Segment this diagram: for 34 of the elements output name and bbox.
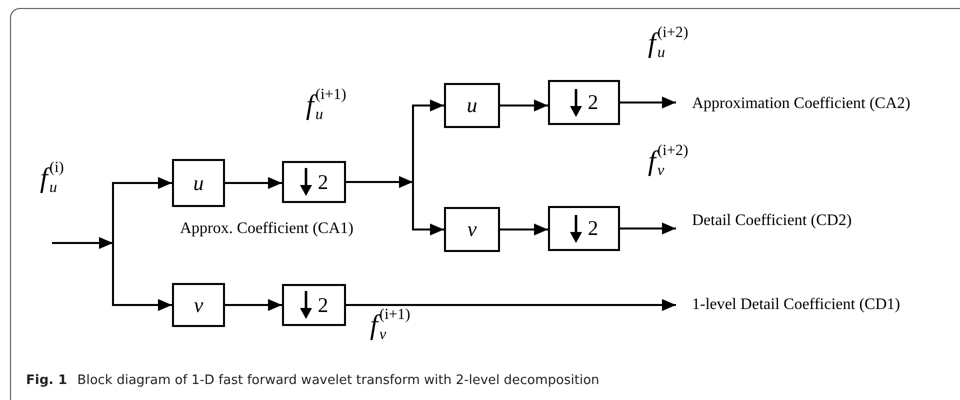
arrow (412, 182, 444, 236)
factor-text: 2 (318, 170, 328, 194)
stage-label: Approx. Coefficient (CA1) (180, 220, 354, 238)
arrow (412, 100, 444, 182)
figure-caption: Fig. 1 Block diagram of 1-D fast forward wavelet transform with 2-level decomposition (26, 373, 600, 388)
arrow (620, 222, 676, 234)
filter-box (444, 207, 500, 252)
arrow (346, 176, 413, 188)
downsample-box (548, 206, 620, 251)
filter-symbol: u (466, 93, 478, 118)
arrow (500, 100, 548, 112)
factor-text: 2 (588, 216, 598, 241)
factor-text: 2 (588, 90, 598, 115)
arrow (225, 299, 282, 311)
filter-symbol: v (467, 217, 477, 242)
downsample-box (282, 284, 346, 326)
arrow (52, 237, 113, 249)
arrow (620, 96, 676, 108)
downsample-box (548, 80, 620, 125)
output-label: Detail Coefficient (CD2) (692, 212, 852, 230)
factor-text: 2 (318, 292, 328, 318)
filter-box (172, 159, 225, 207)
filter-symbol: u (193, 170, 204, 196)
arrow (346, 299, 676, 311)
arrow (500, 224, 548, 236)
downsample-box (282, 161, 346, 203)
arrow (225, 177, 282, 189)
filter-box (172, 283, 225, 327)
output-label: Approximation Coefficient (CA2) (692, 95, 910, 113)
output-label: 1-level Detail Coefficient (CD1) (692, 296, 900, 314)
arrow (112, 177, 172, 243)
filter-symbol: v (194, 292, 204, 318)
filter-box (444, 83, 500, 128)
arrow (112, 243, 172, 311)
